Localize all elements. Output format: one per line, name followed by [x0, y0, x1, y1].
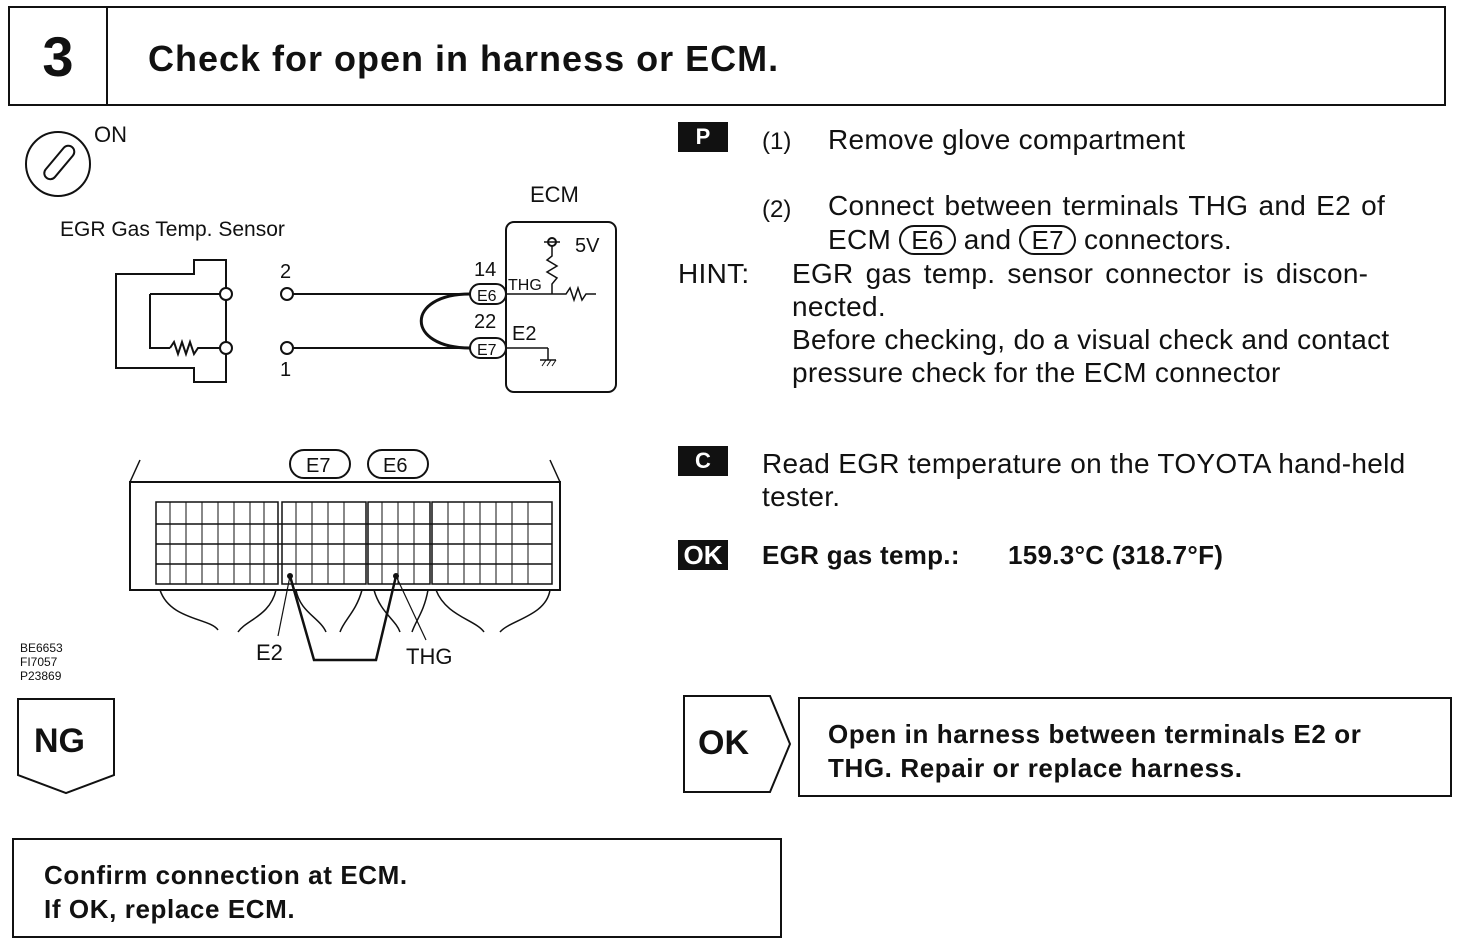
view-e6-tag: E6: [383, 455, 407, 477]
step-2-line-1: Connect between terminals THG and E2 of: [828, 190, 1386, 221]
ignition-switch-icon: [25, 131, 91, 197]
connector-e7-tag: E7: [477, 342, 497, 359]
figure-code-3: P23869: [20, 669, 62, 683]
pin-14: 14: [474, 259, 496, 281]
step-1-number: (1): [762, 128, 792, 155]
hint-label: HINT:: [678, 258, 750, 289]
step-1-text: Remove glove compartment: [828, 124, 1186, 155]
sensor-resistor-icon: [169, 338, 226, 358]
view-thg-label: THG: [406, 644, 452, 669]
ecm-label: ECM: [530, 182, 579, 207]
badge-ok: OK: [678, 540, 728, 570]
ok-result-line-2: THG. Repair or replace harness.: [828, 753, 1243, 783]
ok-result-box: Open in harness between terminals E2 or …: [798, 697, 1452, 797]
ok-flow-arrow-icon: [683, 695, 792, 793]
step-2-line-2: ECM E6 and E7 connectors.: [828, 224, 1232, 255]
connector-e6-ref: E6: [899, 225, 956, 255]
step-header: 3 Check for open in harness or ECM.: [8, 6, 1446, 106]
ecm-connector-view: E7 E6 E2 THG: [129, 449, 561, 669]
step-2-number: (2): [762, 196, 792, 223]
e2-terminal-label: E2: [512, 323, 536, 345]
step-title: Check for open in harness or ECM.: [148, 38, 780, 79]
step-number: 3: [10, 8, 108, 104]
circuit-diagram: ON EGR Gas Temp. Sensor ECM 2 1 14 22 E6…: [25, 122, 617, 393]
badge-c: C: [678, 446, 728, 476]
connector-e7-ref: E7: [1019, 225, 1076, 255]
view-e2-label: E2: [256, 640, 283, 665]
badge-p: P: [678, 122, 728, 152]
ng-result-line-2: If OK, replace ECM.: [44, 894, 296, 924]
sensor-pin-1: 1: [280, 359, 291, 381]
pullup-resistor-icon: [545, 246, 559, 294]
figure-code-1: BE6653: [20, 641, 63, 655]
hint-line-4: pressure check for the ECM connector: [792, 357, 1281, 388]
jumper-wire-view: [288, 575, 398, 662]
ok-spec-value: 159.3°C (318.7°F): [1008, 540, 1224, 570]
hint-line-2: nected.: [792, 291, 886, 322]
sensor-label: EGR Gas Temp. Sensor: [60, 218, 285, 241]
voltage-label: 5V: [575, 235, 600, 257]
view-e7-tag: E7: [306, 455, 330, 477]
ng-flow-label: NG: [34, 722, 85, 760]
c-line-2: tester.: [762, 481, 841, 512]
figure-code-2: FI7057: [20, 655, 58, 669]
ng-result-box: Confirm connection at ECM. If OK, replac…: [12, 838, 782, 938]
thg-terminal-label: THG: [508, 277, 542, 294]
ng-result-line-1: Confirm connection at ECM.: [44, 860, 408, 890]
pin-22: 22: [474, 311, 496, 333]
sensor-pin-2: 2: [280, 261, 291, 283]
hint-line-1: EGR gas temp. sensor connector is discon…: [792, 258, 1369, 289]
ignition-label: ON: [94, 122, 127, 147]
ng-flow-arrow-icon: [17, 698, 115, 795]
ok-result-line-1: Open in harness between terminals E2 or: [828, 719, 1362, 749]
c-line-1: Read EGR temperature on the TOYOTA hand-…: [762, 448, 1406, 479]
hint-line-3: Before checking, do a visual check and c…: [792, 324, 1390, 355]
jumper-wire: [419, 292, 471, 350]
ok-flow-label: OK: [698, 724, 749, 762]
ok-spec-label: EGR gas temp.:: [762, 540, 960, 570]
connector-e6-tag: E6: [477, 288, 497, 305]
